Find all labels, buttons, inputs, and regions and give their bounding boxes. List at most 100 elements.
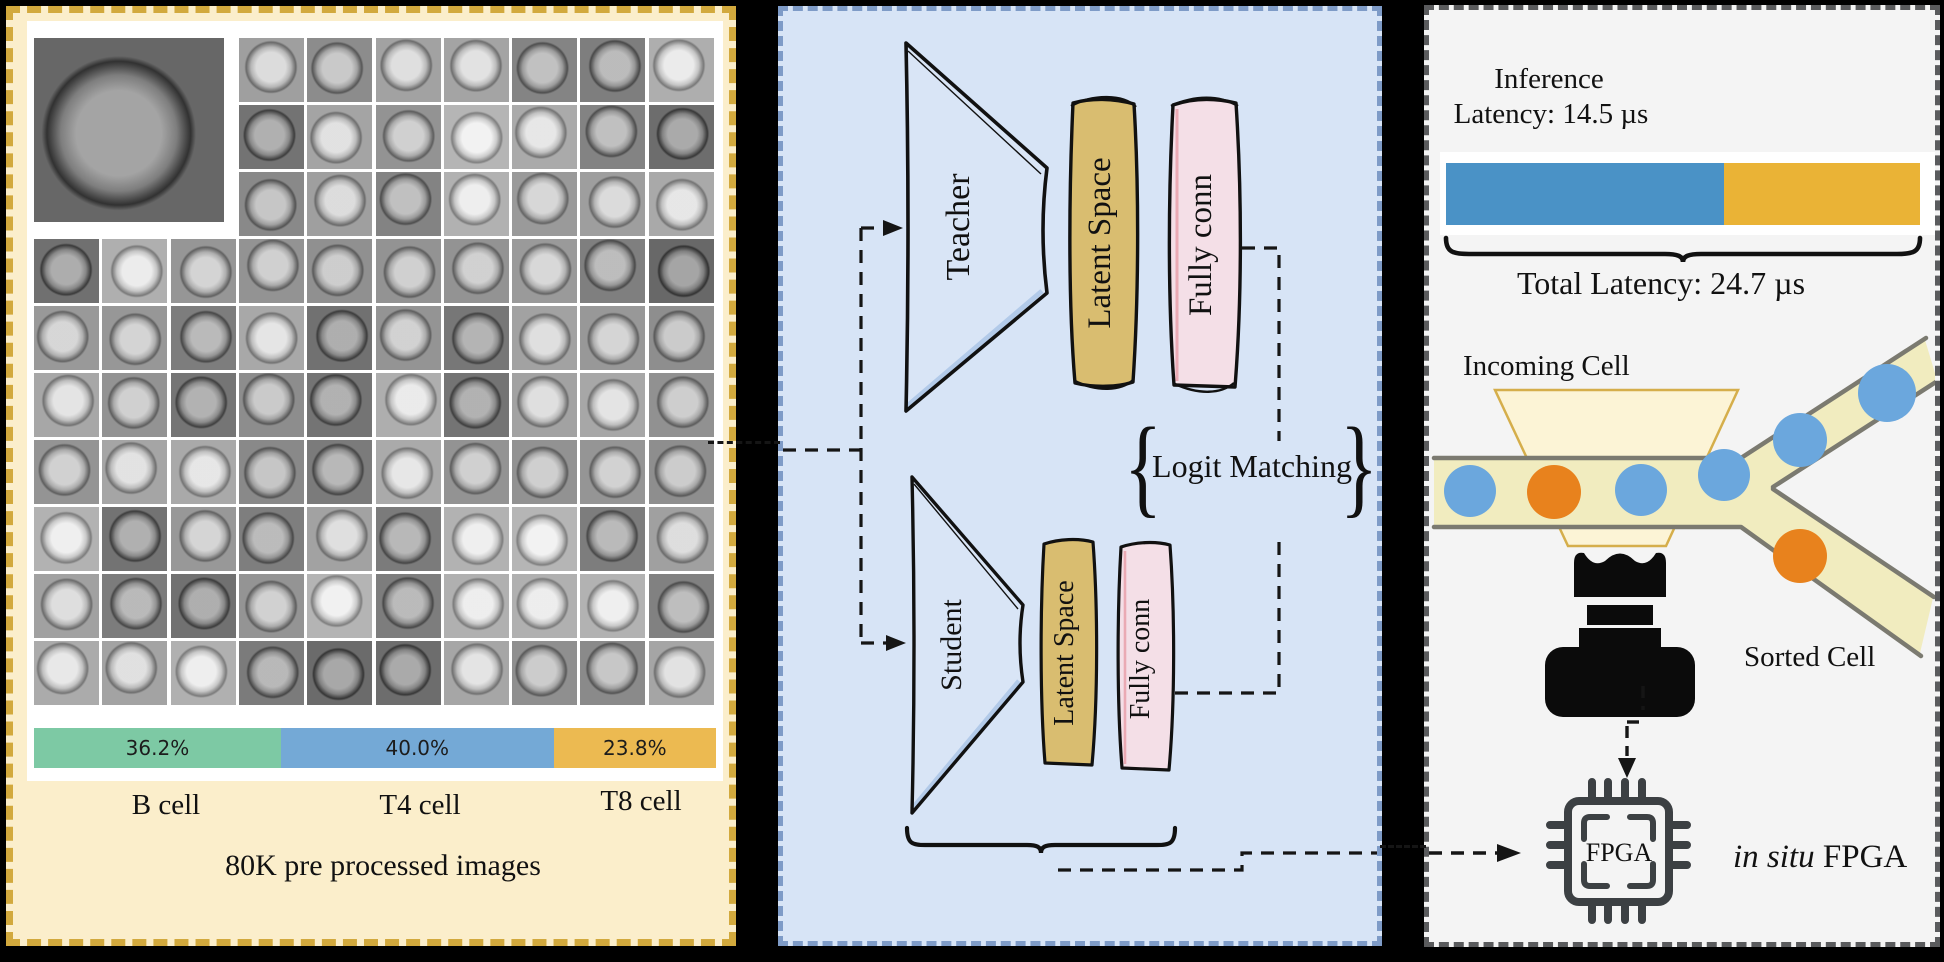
- cell-thumbnail: [238, 440, 304, 504]
- cell-thumbnail: [375, 507, 441, 571]
- cell-thumbnail: [34, 373, 99, 437]
- distribution-segment-bcell: 36.2%: [34, 728, 281, 768]
- cell-thumbnail: [648, 507, 714, 571]
- cell-thumbnail: [648, 239, 714, 303]
- cell-thumbnail: [375, 641, 441, 705]
- orange-cell-icon: [1527, 465, 1581, 519]
- student-encoder: Student: [910, 475, 1025, 815]
- cell-thumbnail: [443, 306, 509, 370]
- cell-thumbnail: [34, 641, 99, 705]
- class-label-t8cell: T8 cell: [600, 785, 682, 817]
- cell-thumbnail: [375, 172, 441, 236]
- cell-thumbnail: [580, 38, 646, 102]
- latency-segment-other: [1724, 163, 1920, 225]
- input-connectors: [783, 226, 886, 645]
- cell-thumbnail: [307, 574, 373, 638]
- cell-thumbnail: [170, 507, 236, 571]
- cell-thumbnail: [443, 172, 509, 236]
- cell-thumbnail: [375, 306, 441, 370]
- cell-thumbnail: [443, 641, 509, 705]
- cell-thumbnail: [34, 306, 99, 370]
- cell-thumbnail: [512, 172, 578, 236]
- right-brace-icon: }: [1340, 405, 1377, 527]
- sorted-cell-label: Sorted Cell: [1744, 641, 1875, 673]
- cell-thumbnail: [580, 507, 646, 571]
- cell-thumbnail: [580, 641, 646, 705]
- cell-thumbnail: [648, 641, 714, 705]
- logit-matching-group: { } Logit Matching: [1124, 405, 1378, 527]
- student-shadow: [910, 679, 1021, 811]
- cell-thumbnail: [170, 440, 236, 504]
- cell-thumbnail: [307, 507, 373, 571]
- cell-thumbnail: [307, 38, 373, 102]
- student-input-arrow-icon: [886, 635, 906, 651]
- teacher-input-arrow-icon: [883, 220, 903, 236]
- total-latency-label: Total Latency: 24.7 µs: [1517, 265, 1805, 301]
- cell-thumbnail: [34, 574, 99, 638]
- cell-thumbnail: [512, 574, 578, 638]
- cell-thumbnail: [443, 373, 509, 437]
- cell-thumbnail: [648, 306, 714, 370]
- fpga-chip-icon: [1546, 778, 1691, 924]
- cell-thumbnail: [375, 105, 441, 169]
- insitu-fpga-label: in situ FPGA: [1733, 839, 1907, 875]
- incoming-cell-label: Incoming Cell: [1463, 350, 1630, 382]
- dataset-panel: 36.2% 40.0% 23.8% B cell T4 cell T8 cell…: [6, 6, 736, 946]
- cell-thumbnail: [648, 373, 714, 437]
- cell-thumbnail: [512, 239, 578, 303]
- teacher-latent-label: Latent Space: [1082, 157, 1118, 328]
- latency-bar: [1440, 152, 1935, 235]
- flowing-cells: [1444, 364, 1916, 583]
- teacher-encoder: Teacher: [904, 41, 1049, 413]
- cell-thumbnail: [580, 440, 646, 504]
- dataset-to-model-line: [708, 441, 780, 444]
- cell-thumbnail: [512, 373, 578, 437]
- cell-thumbnail: [307, 440, 373, 504]
- dataset-caption: 80K pre processed images: [225, 849, 541, 882]
- logit-connectors: [1058, 246, 1377, 872]
- distribution-segment-t8cell: 23.8%: [553, 728, 716, 768]
- student-fully-label: Fully conn: [1125, 599, 1156, 720]
- orange-cell-icon: [1773, 529, 1827, 583]
- cell-thumbnail: [170, 373, 236, 437]
- teacher-latent-block: Latent Space: [1068, 95, 1140, 390]
- class-label-t4cell: T4 cell: [379, 789, 461, 821]
- logit-matching-label: Logit Matching: [1152, 448, 1352, 484]
- cell-thumbnail: [443, 105, 509, 169]
- cell-thumbnail: [102, 507, 168, 571]
- cell-thumbnail: [238, 574, 304, 638]
- cell-thumbnail: [512, 38, 578, 102]
- cell-thumbnail: [102, 373, 168, 437]
- cell-thumbnail: [512, 105, 578, 169]
- student-fully-block: Fully conn: [1116, 540, 1176, 772]
- distillation-diagram: Teacher Latent Space Fully conn Studen: [783, 41, 1378, 872]
- cell-thumbnail: [238, 239, 304, 303]
- fpga-chip-label: FPGA: [1586, 838, 1653, 867]
- sorter-actuator-icon: [1545, 552, 1695, 717]
- cell-thumbnail: [238, 306, 304, 370]
- cell-thumbnail: [648, 574, 714, 638]
- cell-thumbnail: [307, 105, 373, 169]
- cell-thumbnail: [238, 507, 304, 571]
- cell-thumbnail: [102, 641, 168, 705]
- cell-thumbnail: [648, 38, 714, 102]
- student-underbrace-icon: [904, 825, 1178, 854]
- teacher-fully-label: Fully conn: [1183, 174, 1219, 316]
- cell-thumbnail: [443, 574, 509, 638]
- featured-cell-image: [34, 38, 224, 222]
- cell-thumbnail: [443, 239, 509, 303]
- image-grid-card: 36.2% 40.0% 23.8%: [27, 21, 723, 781]
- cell-thumbnail: [307, 641, 373, 705]
- deployment-diagram: Inference Latency: 14.5 µs Total Latency…: [1429, 63, 1942, 924]
- microfluidic-channel: [1431, 335, 1942, 659]
- latency-segment-inference: [1446, 163, 1724, 225]
- cell-thumbnail: [170, 306, 236, 370]
- cell-thumbnail: [512, 641, 578, 705]
- class-label-bcell: B cell: [131, 789, 201, 821]
- total-latency-brace-icon: [1443, 235, 1923, 263]
- cell-thumbnail: [170, 574, 236, 638]
- student-latent-label: Latent Space: [1049, 580, 1080, 725]
- teacher-label: Teacher: [940, 173, 977, 281]
- cell-thumbnail: [238, 38, 304, 102]
- cell-thumbnail: [375, 440, 441, 504]
